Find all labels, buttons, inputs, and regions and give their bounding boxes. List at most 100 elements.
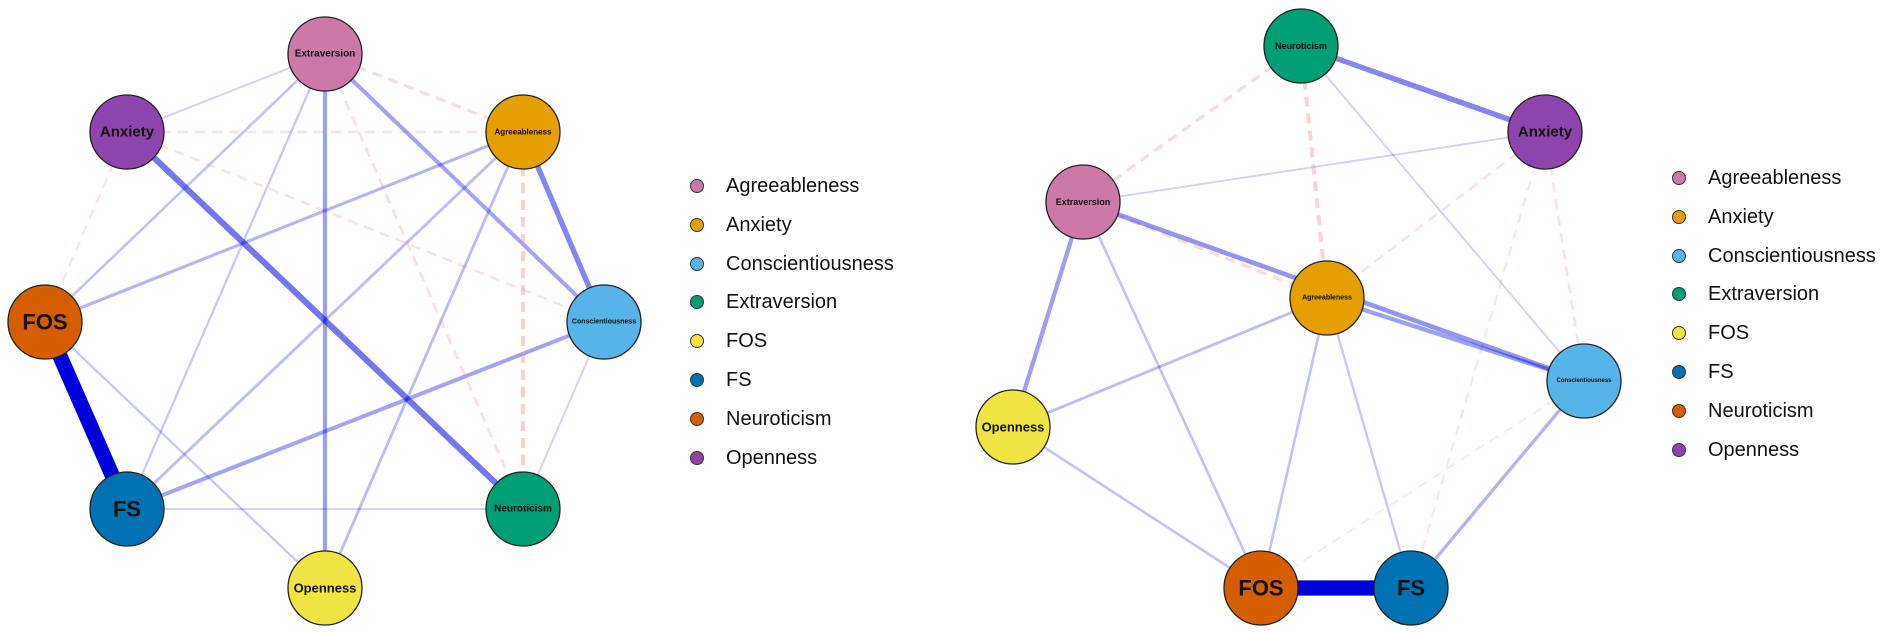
left-node-circle-openness <box>287 550 363 626</box>
right-node-agreeableness: Agreeableness <box>1289 260 1365 336</box>
left-legend-swatch-fs <box>690 373 704 387</box>
right-edge-neuroticism-agreeableness <box>1299 45 1329 299</box>
left-node-circle-fos <box>7 284 83 360</box>
left-node-circle-anxiety <box>89 94 165 170</box>
right-legend-swatch-agreeableness <box>1672 171 1686 185</box>
left-legend-swatch-neuroticism <box>690 411 704 426</box>
right-legend-swatch-openness <box>1672 442 1686 457</box>
right-node-circle-openness <box>975 389 1051 465</box>
right-edge-extraversion-openness <box>1010 201 1086 428</box>
right-node-fs: FS <box>1373 550 1449 626</box>
right-edge-conscientiousness-fos <box>1260 380 1585 589</box>
left-legend-label-neuroticism: Neuroticism <box>726 407 832 430</box>
right-node-circle-extraversion <box>1045 164 1121 240</box>
left-node-label-fos: FOS <box>22 310 67 335</box>
right-node-label-conscientiousness: Conscientiousness <box>1556 378 1612 384</box>
left-legend-swatch-fos <box>690 334 704 349</box>
right-edge-neuroticism-anxiety <box>1300 43 1546 135</box>
left-legend-label-anxiety: Anxiety <box>726 213 792 236</box>
right-edge-neuroticism-conscientiousness <box>1300 45 1585 382</box>
left-node-agreeableness: Agreeableness <box>485 94 561 170</box>
left-node-circle-agreeableness <box>485 94 561 170</box>
right-node-openness: Openness <box>975 389 1051 465</box>
left-node-label-neuroticism: Neuroticism <box>494 504 552 515</box>
right-legend-swatch-conscientiousness <box>1672 248 1686 263</box>
right-node-circle-anxiety <box>1507 94 1583 170</box>
left-node-label-anxiety: Anxiety <box>100 124 155 141</box>
left-node-label-openness: Openness <box>294 581 357 596</box>
right-legend-swatch-extraversion <box>1672 287 1686 302</box>
left-node-circle-conscientiousness <box>566 284 642 360</box>
right-edge-extraversion-agreeableness <box>1082 200 1328 300</box>
right-node-extraversion: Extraversion <box>1045 164 1121 240</box>
right-legend-label-extraversion: Extraversion <box>1708 283 1820 306</box>
left-edge-fos-openness <box>44 321 326 589</box>
left-legend-swatch-extraversion <box>690 295 704 310</box>
right-node-circle-neuroticism <box>1263 8 1339 84</box>
left-node-circle-neuroticism <box>485 471 561 547</box>
right-edge-anxiety-conscientiousness <box>1543 131 1586 382</box>
left-legend-label-openness: Openness <box>726 446 818 469</box>
left-legend-label-fos: FOS <box>726 330 768 353</box>
right-edge-openness-fos <box>1012 425 1262 590</box>
right-node-circle-fs <box>1373 550 1449 626</box>
right-network: NeuroticismAnxietyExtraversionAgreeablen… <box>975 8 1622 626</box>
right-node-label-agreeableness: Agreeableness <box>1302 295 1352 302</box>
right-node-circle-conscientiousness <box>1546 343 1622 419</box>
right-node-circle-agreeableness <box>1289 260 1365 336</box>
right-edge-agreeableness-fos <box>1259 297 1329 589</box>
left-edge-fs-extraversion <box>125 53 327 510</box>
left-node-circle-fs <box>89 471 165 547</box>
right-node-circle-fos <box>1223 550 1299 626</box>
left-legend-label-conscientiousness: Conscientiousness <box>726 252 894 275</box>
left-edge-fs-conscientiousness <box>126 320 605 511</box>
left-legend-label-extraversion: Extraversion <box>726 291 838 314</box>
left-node-neuroticism: Neuroticism <box>485 471 561 547</box>
right-legend-label-fs: FS <box>1708 361 1734 383</box>
right-network-nodes: NeuroticismAnxietyExtraversionAgreeablen… <box>975 8 1622 626</box>
left-legend-label-fs: FS <box>726 369 752 391</box>
right-node-neuroticism: Neuroticism <box>1263 8 1339 84</box>
right-edge-agreeableness-fs <box>1325 297 1413 589</box>
left-edge-openness-agreeableness <box>323 131 525 589</box>
right-legend-swatch-fs <box>1672 365 1686 379</box>
left-node-label-agreeableness: Agreeableness <box>495 128 552 137</box>
left-node-extraversion: Extraversion <box>287 16 363 92</box>
right-edge-openness-agreeableness <box>1012 296 1328 429</box>
left-legend-swatch-openness <box>690 450 704 465</box>
right-edge-extraversion-fos <box>1081 201 1263 589</box>
left-node-label-fs: FS <box>113 497 141 522</box>
left-node-conscientiousness: Conscientiousness <box>566 284 642 360</box>
left-node-fos: FOS <box>7 284 83 360</box>
left-node-openness: Openness <box>287 550 363 626</box>
left-network: ExtraversionAgreeablenessConscientiousne… <box>7 16 642 626</box>
right-node-label-neuroticism: Neuroticism <box>1275 41 1327 51</box>
left-legend-swatch-conscientiousness <box>690 256 704 271</box>
right-node-label-anxiety: Anxiety <box>1518 124 1573 141</box>
left-edge-extraversion-conscientiousness <box>323 52 606 324</box>
right-node-fos: FOS <box>1223 550 1299 626</box>
left-network-nodes: ExtraversionAgreeablenessConscientiousne… <box>7 16 642 626</box>
right-legend-label-anxiety: Anxiety <box>1708 205 1774 228</box>
right-edge-conscientiousness-fs <box>1409 379 1586 590</box>
right-node-label-extraversion: Extraversion <box>1056 197 1111 207</box>
right-edge-anxiety-agreeableness <box>1326 130 1546 300</box>
left-edge-anxiety-neuroticism <box>124 129 526 512</box>
left-legend-label-agreeableness: Agreeableness <box>726 175 860 197</box>
right-edge-extraversion-anxiety <box>1082 131 1546 203</box>
left-node-label-extraversion: Extraversion <box>295 49 356 60</box>
left-edge-anxiety-conscientiousness <box>126 130 605 324</box>
right-node-label-fos: FOS <box>1238 576 1283 601</box>
left-legend-swatch-anxiety <box>690 217 704 232</box>
right-node-anxiety: Anxiety <box>1507 94 1583 170</box>
left-node-circle-extraversion <box>287 16 363 92</box>
right-node-conscientiousness: Conscientiousness <box>1546 343 1622 419</box>
right-node-label-fs: FS <box>1397 576 1425 601</box>
right-legend-label-openness: Openness <box>1708 438 1800 461</box>
right-node-label-openness: Openness <box>982 420 1045 435</box>
right-legend-swatch-neuroticism <box>1672 403 1686 418</box>
right-edge-anxiety-fs <box>1409 131 1547 589</box>
left-legend-swatch-agreeableness <box>690 179 704 193</box>
